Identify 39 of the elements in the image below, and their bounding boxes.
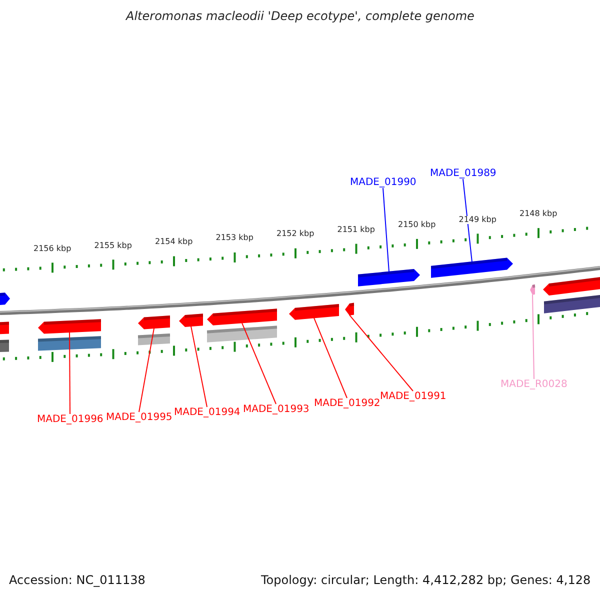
gene-feature — [358, 268, 420, 286]
gene-feature — [345, 302, 354, 316]
leader-line — [382, 188, 390, 272]
scale-label: 2149 kbp — [458, 216, 496, 224]
leader-line — [314, 317, 348, 398]
gene-feature — [138, 316, 170, 330]
scale-label: 2155 kbp — [94, 242, 132, 250]
leader-line — [462, 178, 472, 262]
gene-feature — [530, 284, 536, 295]
scale-label: 2148 kbp — [520, 210, 558, 219]
gene-feature — [38, 319, 102, 334]
gene-label: MADE_01996 — [37, 414, 104, 425]
leader-line — [349, 314, 414, 392]
gene-label: MADE_01991 — [380, 391, 446, 402]
leader-line — [69, 332, 70, 414]
gene-label: MADE_01989 — [430, 168, 496, 179]
gene-label: MADE_R0028 — [500, 379, 568, 390]
gene-feature — [207, 308, 278, 326]
leader-line — [532, 294, 534, 380]
scale-label: 2150 kbp — [398, 220, 436, 230]
leader-line — [190, 326, 208, 408]
accession-text: Accession: NC_011138 — [9, 574, 146, 588]
scale-label: 2154 kbp — [155, 238, 193, 248]
gene-label: MADE_01993 — [243, 404, 310, 415]
scale-label: 2153 kbp — [216, 234, 254, 244]
gene-label: MADE_01992 — [314, 398, 380, 409]
gene-feature — [179, 314, 204, 328]
gene-label: MADE_01990 — [350, 177, 416, 188]
gene-feature — [430, 258, 513, 278]
scale-label: 2151 kbp — [337, 226, 375, 235]
leader-line — [138, 328, 154, 412]
gene-feature — [289, 304, 340, 320]
scale-label: 2152 kbp — [276, 230, 314, 240]
gene-label: MADE_01995 — [106, 412, 172, 423]
gene-label: MADE_01994 — [174, 407, 240, 418]
title: Alteromonas macleodii 'Deep ecotype', complete genome — [126, 10, 474, 24]
genome-summary: Topology: circular; Length: 4,412,282 bp; Genes: 4,128 — [261, 574, 591, 588]
scale-label: 2156 kbp — [34, 244, 72, 254]
leader-line — [242, 322, 276, 404]
